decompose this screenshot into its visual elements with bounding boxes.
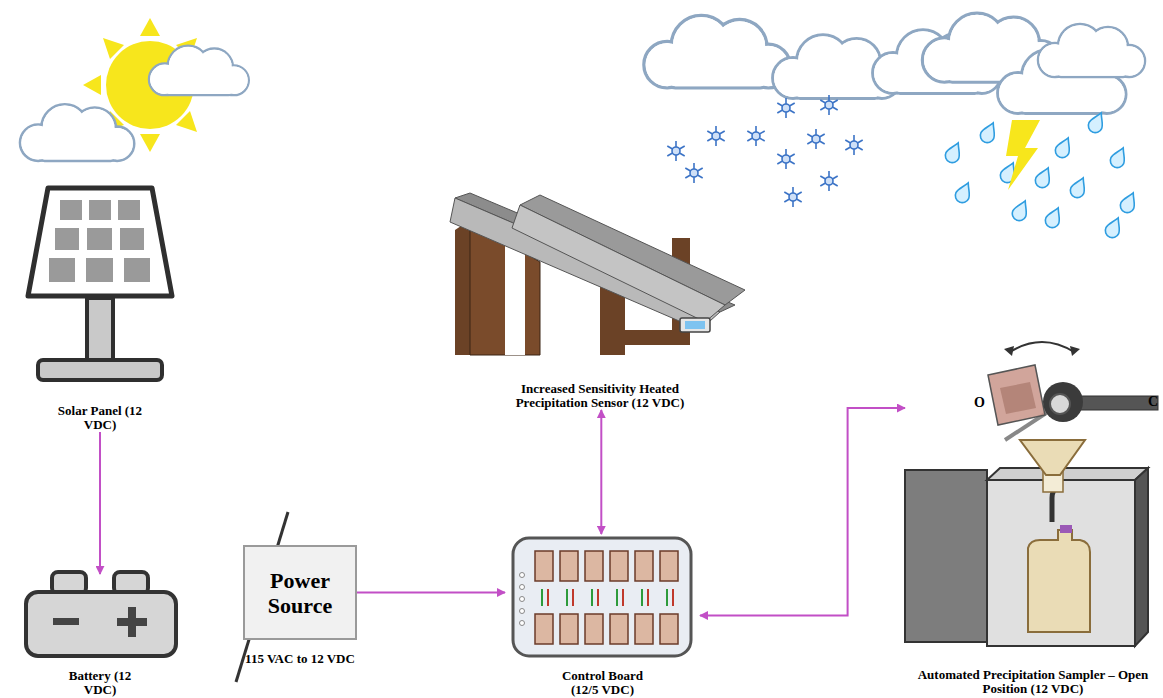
node-sublabel: 115 VAC to 12 VDC xyxy=(245,652,355,666)
node-label: Control Board (12/5 VDC) xyxy=(548,669,658,697)
clouds xyxy=(20,13,1145,161)
position-letter: C xyxy=(1148,394,1158,410)
node-label: Solar Panel (12 VDC) xyxy=(55,404,145,432)
heated-sensor-icon xyxy=(450,193,745,355)
device-node: Automated Precipitation Sampler – Open P… xyxy=(905,355,1161,696)
node-label: Power Source xyxy=(250,568,350,618)
connector-arrow xyxy=(99,432,101,574)
device-node: Battery (12 VDC) xyxy=(20,574,180,697)
sampler-icon xyxy=(905,342,1158,646)
connector-arrow xyxy=(357,592,505,594)
position-letter: O xyxy=(974,395,985,411)
lightning-bolt xyxy=(1006,120,1040,190)
connector-arrow xyxy=(600,410,602,534)
node-label: Automated Precipitation Sampler – Open P… xyxy=(911,668,1156,696)
control-board-icon xyxy=(513,538,691,656)
connector-arrow xyxy=(700,408,905,616)
node-label: Increased Sensitivity Heated Precipitati… xyxy=(493,382,708,410)
device-node: Increased Sensitivity Heated Precipitati… xyxy=(440,188,760,410)
solar-panel-icon xyxy=(28,188,172,380)
snowflakes xyxy=(667,95,862,207)
node-label: Battery (12 VDC) xyxy=(60,669,140,697)
device-node: Control Board (12/5 VDC) xyxy=(505,534,700,697)
battery-icon xyxy=(26,572,176,656)
raindrops xyxy=(943,110,1140,240)
device-node: Solar Panel (12 VDC) xyxy=(20,180,180,432)
power-source-box: Power Source115 VAC to 12 VDC xyxy=(243,545,357,640)
